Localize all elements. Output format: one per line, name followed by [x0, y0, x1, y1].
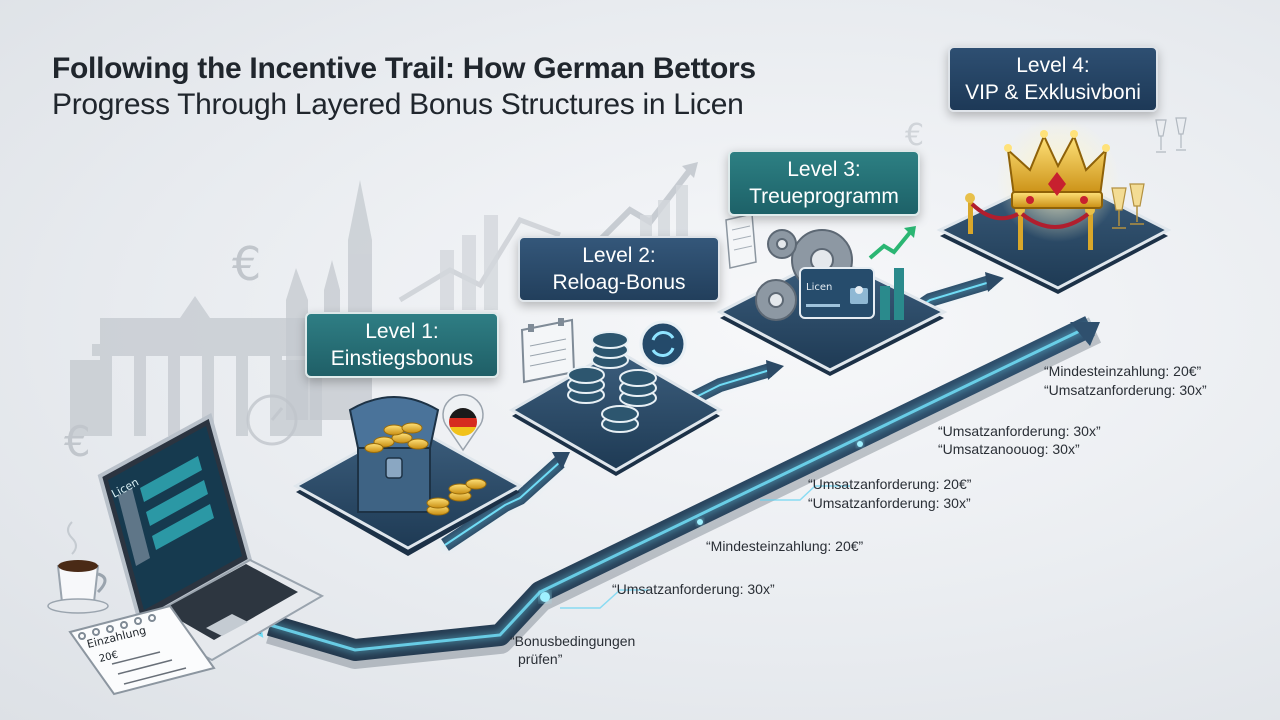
- card-brand: Licen: [806, 282, 832, 293]
- annotation-bonus-terms-cont: prüfen”: [518, 651, 563, 667]
- champagne-glasses-icon: [1111, 117, 1187, 229]
- level-4-name: VIP & Exklusivboni: [965, 81, 1141, 104]
- bg-trend-line: [398, 216, 561, 303]
- treasure-chest-icon: [348, 396, 487, 516]
- annotation-min-deposit: “Mindesteinzahlung: 20€”: [706, 538, 864, 554]
- level-1-label: Level 1: Einstiegsbonus: [305, 312, 499, 378]
- bar-chart-icon: [868, 226, 916, 320]
- annotation-wagering: “Umsatzanforderung: 20€”: [808, 476, 972, 492]
- laptop-icon: [97, 413, 325, 662]
- level-3-label: Level 3: Treueprogramm: [728, 150, 920, 216]
- progress-trail: [238, 316, 1102, 669]
- brandenburg-gate-icon: [70, 296, 322, 436]
- page-title: Following the Incentive Trail: How Germa…: [52, 52, 756, 85]
- notepad-line-2: 20€: [98, 650, 119, 665]
- annotation-wagering: “Umsatzanforderung: 30x”: [938, 423, 1101, 439]
- annotation-wagering: “Umsatzanforderung: 30x”: [1044, 382, 1207, 398]
- level-4-number: Level 4:: [1016, 54, 1090, 77]
- casino-chips-icon: [567, 331, 657, 433]
- annotation-wagering: “Umsatzanoouog: 30x”: [938, 441, 1080, 457]
- bg-chart-left: [440, 215, 498, 310]
- annotation-wagering: “Umsatzanforderung: 30x”: [808, 495, 971, 511]
- loyalty-card-icon: [799, 267, 875, 319]
- annotation-bonus-terms: “Bonusbedingungen: [510, 633, 636, 649]
- cathedral-icon: [286, 180, 372, 420]
- calendar-icon: [520, 318, 576, 384]
- svg-text:€: €: [232, 237, 261, 291]
- crown-icon: [1004, 130, 1110, 209]
- germany-flag-pin-icon: [442, 394, 484, 452]
- page-subtitle: Progress Through Layered Bonus Structure…: [52, 88, 744, 121]
- svg-text:€: €: [905, 118, 924, 153]
- coffee-cup-icon: [47, 521, 109, 614]
- level-1-name: Einstiegsbonus: [330, 347, 474, 370]
- level-4-label: Level 4: VIP & Exklusivboni: [948, 46, 1158, 112]
- level-1-number: Level 1:: [365, 320, 439, 343]
- svg-text:€: €: [64, 417, 91, 466]
- refresh-icon: [639, 320, 687, 368]
- level-2-name: Reloag-Bonus: [552, 271, 686, 294]
- bg-clock: [246, 394, 298, 446]
- annotation-min-deposit: “Mindesteinzahlung: 20€”: [1044, 363, 1202, 379]
- level-2-label: Level 2: Reloag-Bonus: [518, 236, 720, 302]
- notepad-icon: [68, 604, 216, 696]
- annotation-wagering: “Umsatzanforderung: 30x”: [612, 581, 775, 597]
- level-2-number: Level 2:: [582, 244, 656, 267]
- level-3-number: Level 3:: [787, 158, 861, 181]
- rope-barrier-icon: [965, 193, 1095, 250]
- checklist-icon: [725, 213, 757, 269]
- level-3-name: Treueprogramm: [749, 185, 899, 208]
- euro-icon: € € €: [64, 118, 924, 466]
